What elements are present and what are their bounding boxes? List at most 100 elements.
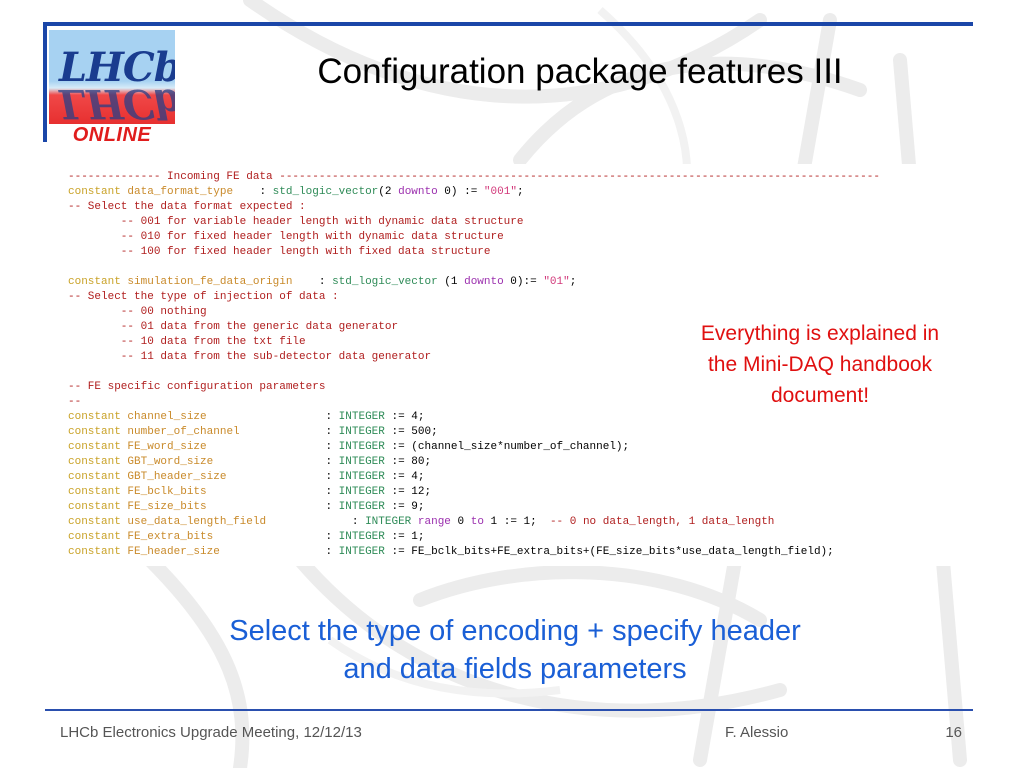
code-line: constant use_data_length_field : INTEGER… [68, 515, 774, 530]
logo-text-reflection: LHCb [59, 80, 175, 127]
slide-title: Configuration package features III [317, 52, 843, 91]
code-line: -------------- Incoming FE data --------… [68, 170, 880, 185]
vhdl-code-panel: -------------- Incoming FE data --------… [60, 164, 975, 566]
code-token: -- 10 data from the txt file [68, 336, 306, 348]
code-line: constant channel_size : INTEGER := 4; [68, 410, 425, 425]
handbook-note-line: the Mini-DAQ handbook [707, 353, 933, 376]
code-token: INTEGER [338, 426, 385, 438]
footer-meeting: LHCb Electronics Upgrade Meeting, 12/12/… [60, 724, 362, 741]
code-token [411, 516, 418, 528]
code-token: := 80; [384, 456, 432, 468]
code-token: -- 0 no data_length, 1 data_length [549, 516, 775, 528]
code-token: constant [68, 456, 121, 468]
code-token: INTEGER [338, 501, 385, 513]
code-line: -- 01 data from the generic data generat… [68, 320, 398, 335]
code-token: : [213, 531, 339, 543]
handbook-note: Everything is explained in the Mini-DAQ … [665, 318, 975, 411]
code-token: -- 100 for fixed header length with fixe… [68, 246, 491, 258]
code-line: constant FE_extra_bits : INTEGER := 1; [68, 530, 425, 545]
code-token: constant [68, 426, 121, 438]
code-token: := 12; [384, 486, 432, 498]
code-token: constant [68, 546, 121, 558]
code-token: INTEGER [338, 546, 385, 558]
code-token: simulation_fe_data_origin [127, 276, 293, 288]
code-token: constant [68, 531, 121, 543]
code-token: INTEGER [338, 471, 385, 483]
code-token: GBT_word_size [127, 456, 214, 468]
code-token: constant [68, 516, 121, 528]
footer-divider [45, 709, 973, 711]
code-line: -- [68, 395, 81, 410]
code-token: std_logic_vector [332, 276, 438, 288]
code-token: : [233, 186, 273, 198]
code-line: -- 10 data from the txt file [68, 335, 306, 350]
code-token: constant [68, 501, 121, 513]
code-token: constant [68, 186, 121, 198]
code-token: 1 := 1; [483, 516, 550, 528]
code-token: : [219, 546, 339, 558]
code-token: (2 [378, 186, 399, 198]
code-token: 0) := [437, 186, 484, 198]
code-line: -- Select the data format expected : [68, 200, 306, 215]
subtitle-line: and data fields parameters [343, 653, 687, 685]
code-token: (1 [437, 276, 465, 288]
code-token: : [206, 501, 339, 513]
code-token: 0 [450, 516, 471, 528]
code-token: INTEGER [338, 411, 385, 423]
code-token: -------------- Incoming FE data --------… [68, 171, 880, 183]
code-token: use_data_length_field [127, 516, 267, 528]
code-token: data_format_type [127, 186, 234, 198]
code-token: : [206, 441, 339, 453]
page-number: 16 [945, 724, 962, 741]
code-line: constant FE_bclk_bits : INTEGER := 12; [68, 485, 431, 500]
code-token: range [417, 516, 451, 528]
code-token: := 4; [384, 471, 425, 483]
code-line: -- 001 for variable header length with d… [68, 215, 524, 230]
code-token: GBT_header_size [127, 471, 227, 483]
code-token: FE_bclk_bits [127, 486, 207, 498]
code-token: FE_header_size [127, 546, 220, 558]
code-token: : [213, 456, 339, 468]
code-token: -- 11 data from the sub-detector data ge… [68, 351, 432, 363]
code-token: downto [398, 186, 438, 198]
code-token: := (channel_size*number_of_channel); [384, 441, 630, 453]
code-token: ; [569, 276, 577, 288]
code-line: -- 00 nothing [68, 305, 207, 320]
header-frame-left [43, 22, 47, 142]
code-token: constant [68, 441, 121, 453]
code-token: FE_size_bits [127, 501, 207, 513]
subtitle-line: Select the type of encoding + specify he… [229, 615, 801, 647]
code-token: := FE_bclk_bits+FE_extra_bits+(FE_size_b… [384, 546, 834, 558]
code-line: constant GBT_header_size : INTEGER := 4; [68, 470, 425, 485]
code-line: constant data_format_type : std_logic_ve… [68, 185, 524, 200]
code-token: : [206, 486, 339, 498]
code-token: 0):= [503, 276, 544, 288]
code-token: : [266, 516, 366, 528]
code-line: -- FE specific configuration parameters [68, 380, 325, 395]
code-token: std_logic_vector [272, 186, 379, 198]
code-line: constant FE_header_size : INTEGER := FE_… [68, 545, 834, 560]
code-token: := 1; [384, 531, 425, 543]
code-token: : [292, 276, 333, 288]
code-token: -- Select the type of injection of data … [68, 291, 339, 303]
handbook-note-line: document! [770, 384, 870, 407]
code-token: number_of_channel [127, 426, 240, 438]
code-token: -- 01 data from the generic data generat… [68, 321, 399, 333]
code-token: -- [68, 396, 82, 408]
code-token: FE_extra_bits [127, 531, 214, 543]
code-line: constant simulation_fe_data_origin : std… [68, 275, 576, 290]
code-token: INTEGER [338, 456, 385, 468]
handbook-note-line: Everything is explained in [700, 322, 940, 345]
code-token: channel_size [127, 411, 207, 423]
code-token: constant [68, 411, 121, 423]
code-token: -- 001 for variable header length with d… [68, 216, 524, 228]
logo-online-label: ONLINE [49, 124, 175, 146]
code-line: -- 100 for fixed header length with fixe… [68, 245, 491, 260]
code-token: constant [68, 276, 121, 288]
code-line: constant FE_size_bits : INTEGER := 9; [68, 500, 425, 515]
code-token: INTEGER [338, 441, 385, 453]
footer-author: F. Alessio [725, 724, 789, 741]
code-token: : [226, 471, 339, 483]
code-token: := 9; [384, 501, 425, 513]
code-token: "001" [483, 186, 517, 198]
